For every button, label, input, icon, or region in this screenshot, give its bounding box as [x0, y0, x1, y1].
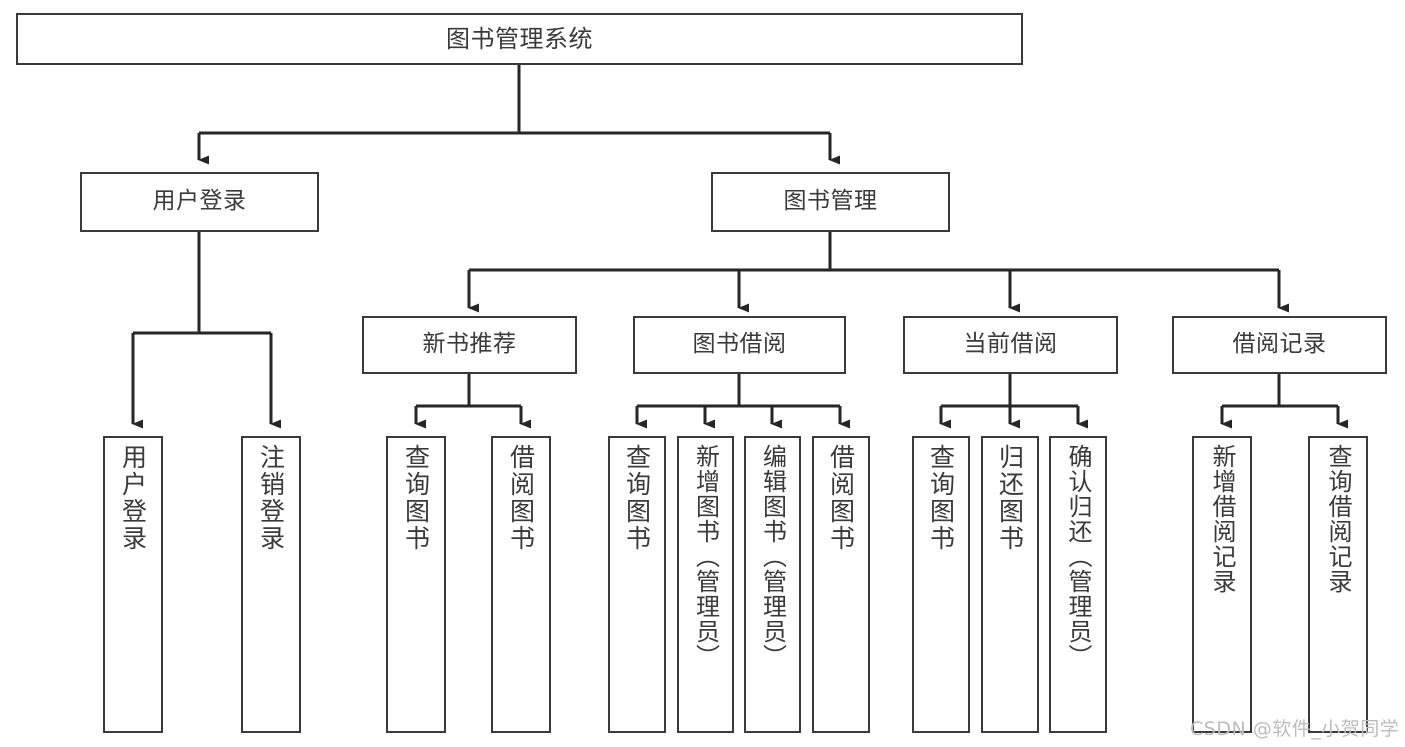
node-label: 归还图书 — [995, 444, 1025, 552]
leaf-borrow-query-book[interactable]: 查询图书 — [608, 436, 666, 733]
node-label: 新书推荐 — [422, 331, 517, 358]
node-label: 借阅图书 — [826, 444, 856, 552]
node-label: 借阅记录 — [1232, 331, 1327, 358]
node-book-borrow[interactable]: 图书借阅 — [633, 316, 846, 374]
node-label: 查询借阅记录 — [1324, 444, 1352, 594]
leaf-new-book-borrow-book[interactable]: 借阅图书 — [491, 436, 551, 733]
leaf-current-confirm-return-admin[interactable]: 确认归还（管理员） — [1049, 436, 1107, 733]
node-label: 用户登录 — [118, 444, 148, 552]
node-label: 注销登录 — [256, 444, 286, 552]
node-user-login[interactable]: 用户登录 — [80, 172, 319, 232]
node-label: 图书管理系统 — [446, 24, 593, 53]
leaf-current-query-book[interactable]: 查询图书 — [912, 436, 970, 733]
leaf-new-book-query-book[interactable]: 查询图书 — [386, 436, 446, 733]
leaf-borrow-edit-book-admin[interactable]: 编辑图书（管理员） — [744, 436, 801, 733]
node-label: 借阅图书 — [506, 444, 536, 552]
node-root-book-management-system[interactable]: 图书管理系统 — [16, 13, 1023, 65]
node-label: 新增借阅记录 — [1208, 444, 1236, 594]
node-label: 确认归还（管理员） — [1064, 444, 1092, 669]
node-new-book-recommend[interactable]: 新书推荐 — [362, 316, 577, 374]
node-label: 新增图书（管理员） — [691, 444, 720, 669]
csdn-watermark: CSDN @软件_小贺同学 — [1190, 718, 1400, 740]
node-label: 查询图书 — [926, 444, 956, 552]
node-label: 用户登录 — [152, 188, 247, 215]
node-label: 图书借阅 — [692, 331, 787, 358]
node-label: 图书管理 — [783, 188, 878, 215]
leaf-user-login-login[interactable]: 用户登录 — [103, 436, 163, 733]
leaf-user-login-logout[interactable]: 注销登录 — [241, 436, 301, 733]
leaf-record-add-borrow-record[interactable]: 新增借阅记录 — [1192, 436, 1252, 733]
node-label: 查询图书 — [401, 444, 431, 552]
node-label: 查询图书 — [622, 444, 652, 552]
node-current-borrow[interactable]: 当前借阅 — [903, 316, 1118, 374]
node-borrow-record[interactable]: 借阅记录 — [1172, 316, 1387, 374]
leaf-record-query-borrow-record[interactable]: 查询借阅记录 — [1308, 436, 1368, 733]
node-label: 编辑图书（管理员） — [758, 444, 787, 669]
leaf-current-return-book[interactable]: 归还图书 — [981, 436, 1039, 733]
leaf-borrow-borrow-book[interactable]: 借阅图书 — [812, 436, 870, 733]
leaf-borrow-add-book-admin[interactable]: 新增图书（管理员） — [677, 436, 734, 733]
node-label: 当前借阅 — [963, 331, 1058, 358]
node-book-management[interactable]: 图书管理 — [711, 172, 950, 232]
